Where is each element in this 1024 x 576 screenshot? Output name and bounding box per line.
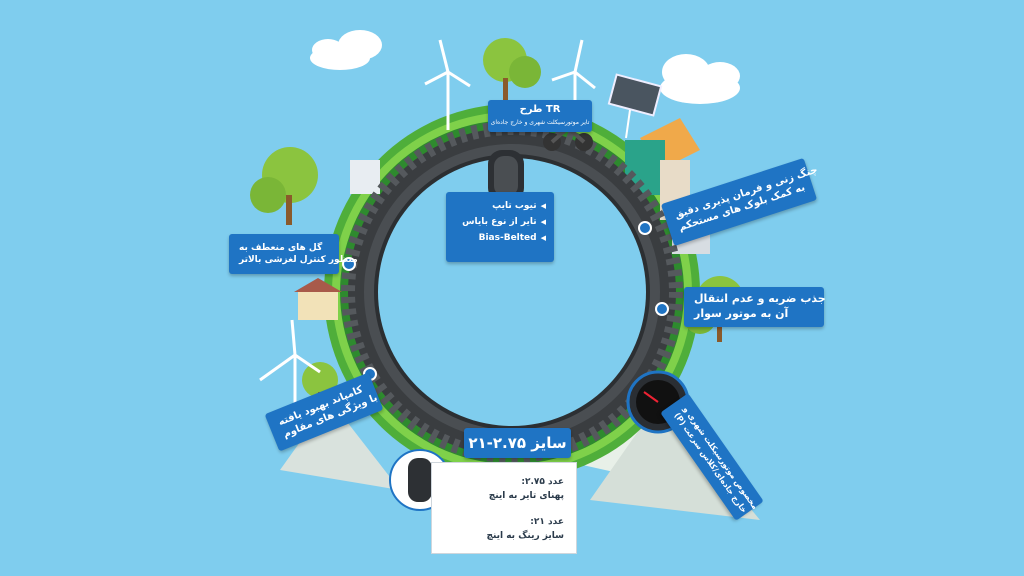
tr-subtitle: تایر موتورسیکلت شهری و خارج جاده‌ای bbox=[490, 119, 590, 126]
tree-icon bbox=[250, 147, 318, 225]
triangle-icon: ◀ bbox=[540, 218, 546, 226]
tire-spec-box: ◀تیوب تایپ ◀تایر از نوع بایاس ◀Bias-Belt… bbox=[446, 192, 554, 262]
cloud-icon bbox=[310, 30, 382, 70]
spec-item: Bias-Belted bbox=[478, 233, 537, 243]
size-info-card: عدد ۲.۷۵: پهنای تایر به اینچ عدد ۲۱: سای… bbox=[431, 462, 577, 554]
connector-dot bbox=[342, 221, 669, 381]
size-num2-label: عدد ۲۱: bbox=[530, 517, 564, 527]
building-icon bbox=[294, 278, 342, 320]
label-line: آن به موتور سوار bbox=[694, 307, 789, 320]
wind-turbine-icon bbox=[424, 39, 471, 130]
label-line: گل های منعطف به bbox=[239, 242, 323, 253]
label-line: منظور کنترل لغزشی بالاتر bbox=[239, 255, 358, 265]
label-line: جذب ضربه و عدم انتقال bbox=[694, 292, 826, 306]
spec-item: تایر از نوع بایاس bbox=[462, 217, 537, 227]
spec-item: تیوب تایپ bbox=[492, 201, 537, 211]
triangle-icon: ◀ bbox=[540, 202, 546, 210]
label-flexible-blocks: گل های منعطف به منظور کنترل لغزشی بالاتر bbox=[229, 234, 358, 274]
building-icon bbox=[350, 160, 380, 194]
tr-title: طرح TR bbox=[519, 104, 561, 115]
size-num1-text: پهنای تایر به اینچ bbox=[488, 491, 564, 501]
size-num2-text: سایز رینگ به اینچ bbox=[486, 531, 564, 541]
triangle-icon: ◀ bbox=[540, 234, 546, 242]
cloud-icon bbox=[660, 54, 740, 104]
tire-tread-icon bbox=[488, 150, 524, 202]
label-shock-absorb: جذب ضربه و عدم انتقال آن به موتور سوار bbox=[684, 287, 826, 327]
tr-design-box: طرح TR تایر موتورسیکلت شهری و خارج جاده‌… bbox=[488, 100, 592, 132]
tire-icon bbox=[341, 121, 683, 463]
solar-panel-icon bbox=[607, 73, 663, 139]
size-num1-label: عدد ۲.۷۵: bbox=[521, 477, 564, 487]
tree-icon bbox=[483, 38, 541, 102]
size-title: سایز ۲.۷۵-۲۱ bbox=[464, 428, 571, 458]
